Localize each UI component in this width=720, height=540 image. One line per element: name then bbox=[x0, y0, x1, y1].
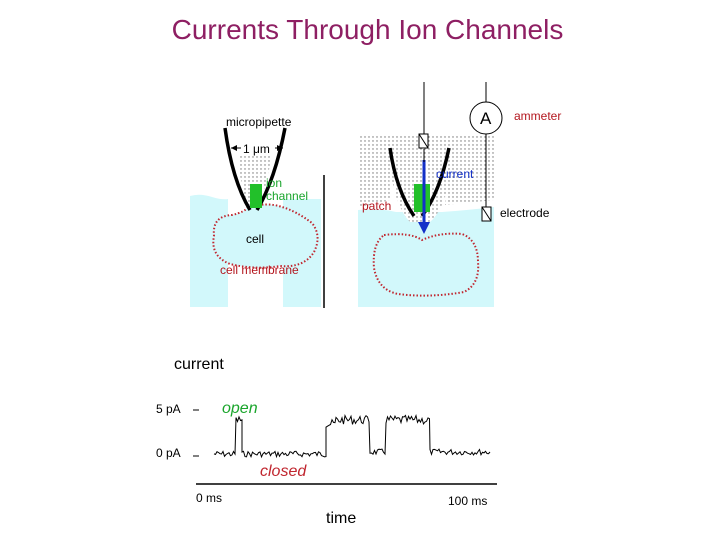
open-label: open bbox=[222, 400, 258, 417]
right-bath-dots-2 bbox=[445, 135, 494, 205]
scale-label: 1 μm bbox=[243, 142, 270, 156]
current-label: current bbox=[436, 167, 474, 181]
cell-membrane-label: cell membrane bbox=[220, 263, 299, 277]
left-pipette-interior bbox=[238, 155, 271, 206]
right-bath-dots bbox=[358, 135, 390, 208]
ammeter-label: ammeter bbox=[514, 109, 561, 123]
ammeter-symbol: A bbox=[480, 109, 492, 128]
scale-arrow-head-right bbox=[277, 145, 283, 151]
cell-body-right bbox=[372, 232, 480, 297]
left-pipette-wall-left bbox=[223, 127, 252, 211]
ion-channel-left bbox=[250, 184, 262, 208]
patch-label: patch bbox=[362, 199, 391, 213]
recording-ylabel: current bbox=[174, 356, 224, 373]
recording-xlabel: time bbox=[326, 510, 356, 527]
micropipette-label: micropipette bbox=[226, 115, 292, 129]
scale-arrow-head-left bbox=[231, 145, 237, 151]
electrode-label: electrode bbox=[500, 206, 550, 220]
ion-channel-right bbox=[414, 184, 430, 212]
ion-channel-label-1: ion bbox=[266, 176, 282, 190]
closed-label: closed bbox=[260, 463, 307, 480]
right-panel: A ammeter current patch electrode bbox=[358, 82, 561, 307]
left-panel: micropipette 1 μm ion channel cell cell … bbox=[190, 115, 325, 308]
x-tick-start: 0 ms bbox=[196, 491, 222, 505]
recording: current 5 pA 0 pA open closed 0 ms 100 m… bbox=[156, 356, 497, 527]
cell-body bbox=[212, 203, 319, 269]
y-tick-high: 5 pA bbox=[156, 402, 181, 416]
ion-channel-label-2: channel bbox=[266, 189, 308, 203]
y-tick-low: 0 pA bbox=[156, 446, 181, 460]
right-pipette-wall-left bbox=[388, 147, 416, 217]
current-arrow-head bbox=[418, 222, 430, 234]
x-tick-end: 100 ms bbox=[448, 494, 487, 508]
current-trace bbox=[213, 413, 491, 459]
cell-label: cell bbox=[246, 232, 264, 246]
slide-title: Currents Through Ion Channels bbox=[171, 14, 564, 45]
